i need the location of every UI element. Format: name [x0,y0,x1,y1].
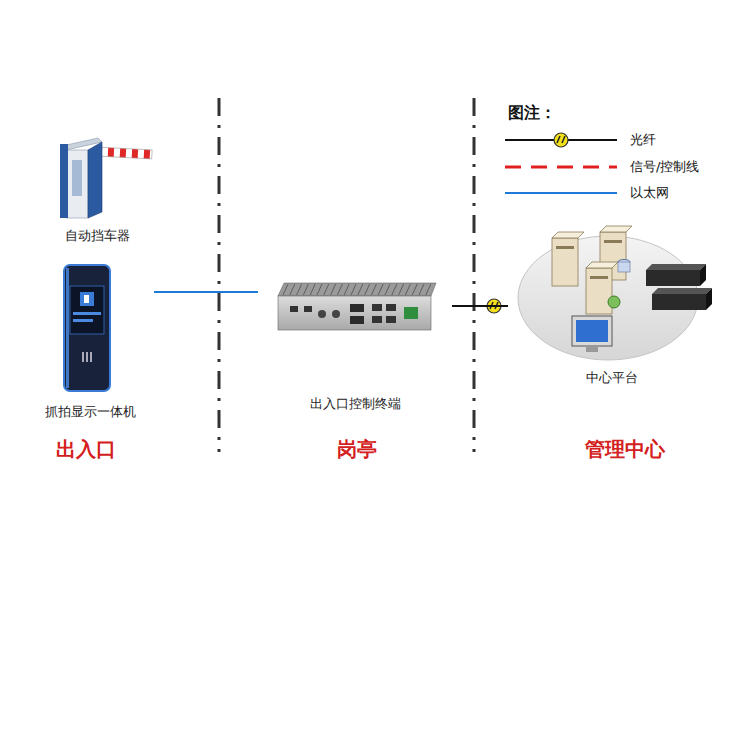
legend-title: 图注： [508,103,556,122]
zone-separator [473,98,476,452]
device-picture-area [26,260,154,404]
device-picture-area [258,276,452,396]
barrier-gate-icon [60,138,152,218]
ethernet-connector [154,291,258,293]
zone-label: 岗亭 [337,437,377,461]
center-platform: 中心平台 [508,222,716,386]
capture-display-icon [64,265,110,391]
legend-text: 以太网 [630,185,669,201]
control-terminal-icon [278,283,436,330]
device-caption: 自动挡车器 [26,228,169,244]
device-caption: 抓拍显示一体机 [26,404,154,420]
barrier-gate: 自动挡车器 [26,118,169,244]
legend-samples [505,133,617,193]
fiber-connector [452,305,508,307]
device-caption: 出入口控制终端 [258,396,452,412]
zone-separator [218,98,221,452]
zone-label: 管理中心 [585,437,665,461]
control-terminal: 出入口控制终端 [258,276,452,412]
center-platform-icon [518,226,712,360]
legend-text: 信号/控制线 [630,159,699,175]
device-picture-area [508,222,716,370]
capture-display-unit: 抓拍显示一体机 [26,260,154,420]
zone-label: 出入口 [56,437,116,461]
device-picture-area [26,118,169,228]
device-caption: 中心平台 [508,370,716,386]
legend-text: 光纤 [630,132,656,148]
